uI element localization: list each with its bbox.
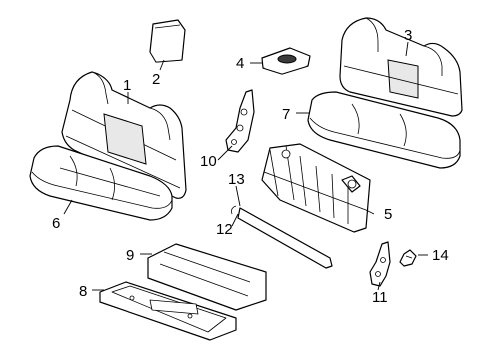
seat-frame-part <box>261 143 371 233</box>
callout-2: 2 <box>152 71 160 88</box>
latch-cover-part <box>261 47 311 75</box>
left-seat-back-part <box>61 71 187 199</box>
callout-13: 13 <box>228 171 245 188</box>
right-seat-back-part <box>339 17 463 117</box>
callout-8: 8 <box>79 283 87 300</box>
left-seat-cushion-part <box>29 145 173 221</box>
headrest-part <box>149 19 186 63</box>
seat-pan-part <box>99 281 237 341</box>
callout-11: 11 <box>372 289 388 306</box>
callout-14: 14 <box>432 247 449 264</box>
callout-12: 12 <box>216 221 233 238</box>
callout-3: 3 <box>404 27 412 44</box>
rod-part <box>231 205 333 269</box>
callout-7: 7 <box>282 106 290 123</box>
callout-1: 1 <box>123 77 131 94</box>
right-bracket-part <box>369 241 391 287</box>
clip-part <box>399 249 417 267</box>
callout-9: 9 <box>126 247 134 264</box>
callout-6: 6 <box>52 215 60 232</box>
callout-10: 10 <box>200 153 217 170</box>
callout-labels: 1 2 3 4 5 6 7 8 9 10 11 12 13 14 <box>52 27 449 306</box>
leader-lines <box>63 41 428 291</box>
callout-4: 4 <box>236 55 244 72</box>
right-seat-cushion-part <box>307 91 461 169</box>
callout-5: 5 <box>384 206 392 223</box>
left-bracket-part <box>225 89 255 153</box>
pad-sheet-part <box>147 243 267 311</box>
